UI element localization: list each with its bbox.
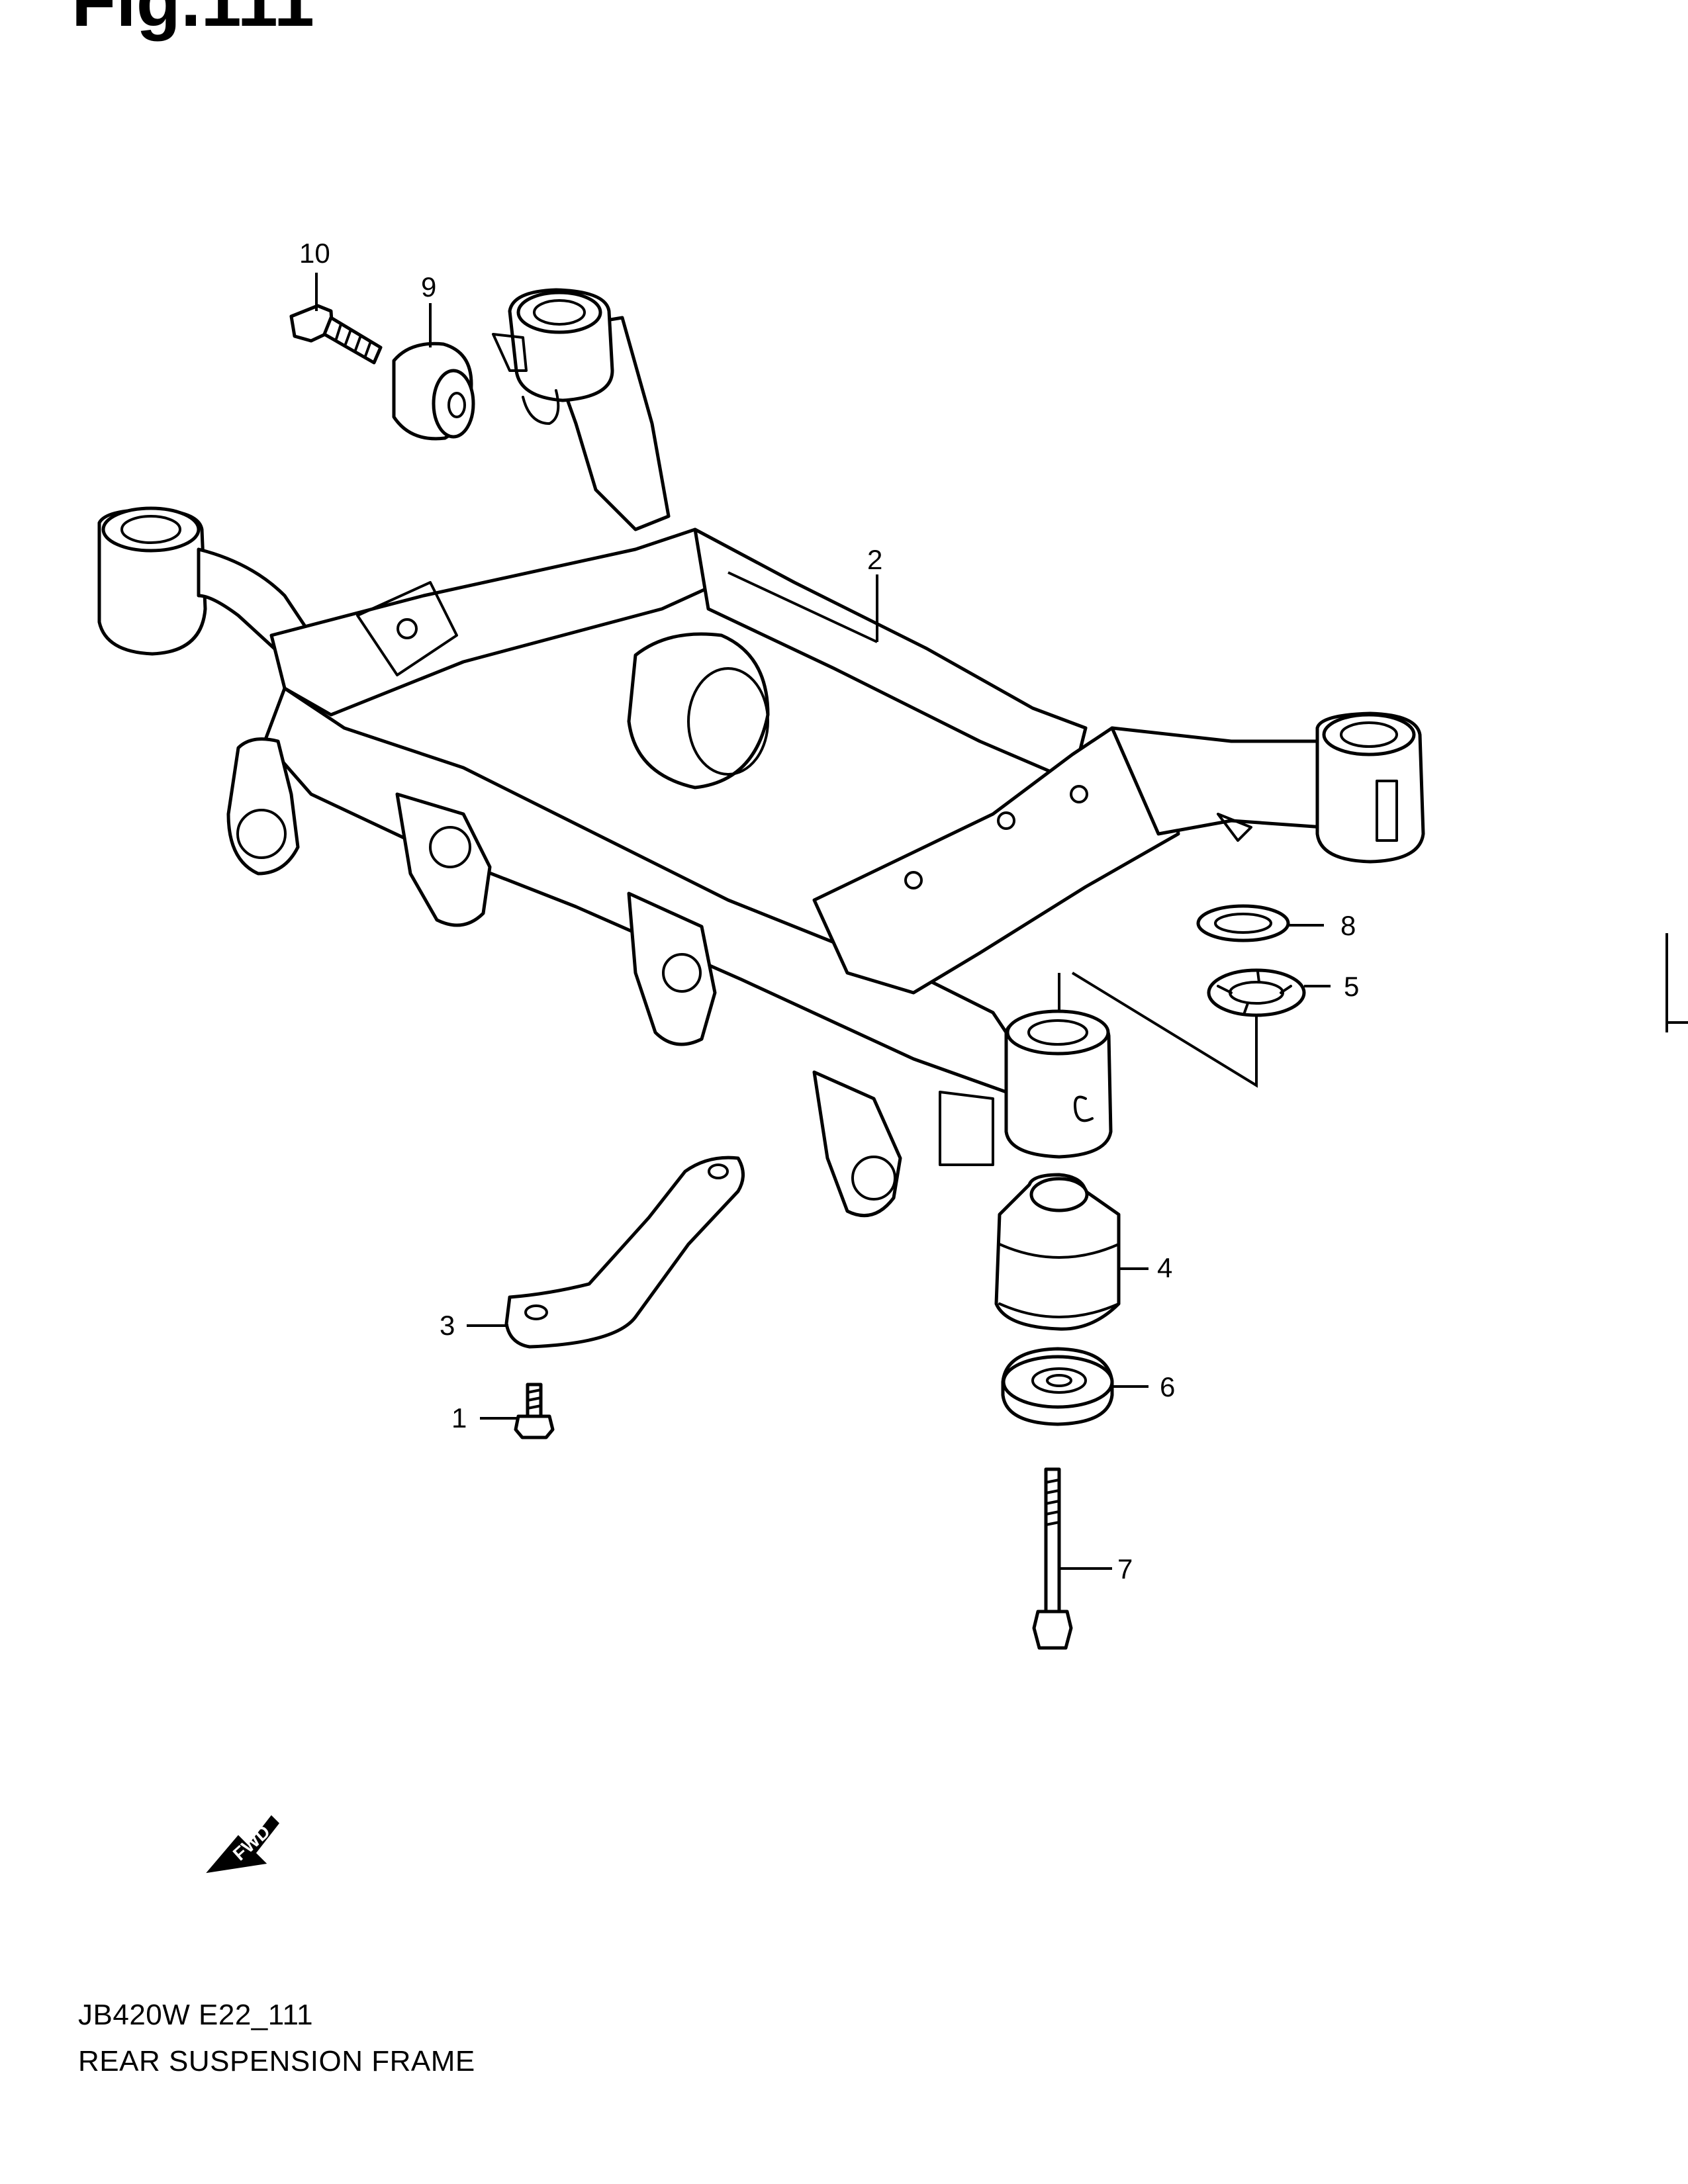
leader-lines bbox=[315, 273, 1331, 1570]
page-edge-mark bbox=[1665, 933, 1668, 1032]
diagram-code: JB420W E22_111 bbox=[78, 1999, 314, 2031]
callout-10: 10 bbox=[299, 238, 330, 269]
long-bolt-part-7[interactable] bbox=[1032, 1467, 1073, 1650]
callout-4: 4 bbox=[1157, 1252, 1172, 1283]
lock-washer-part-8[interactable] bbox=[1196, 904, 1290, 942]
page-edge-mark-2 bbox=[1665, 1021, 1688, 1024]
callout-5: 5 bbox=[1344, 971, 1359, 1002]
callout-6: 6 bbox=[1160, 1371, 1175, 1402]
callout-9: 9 bbox=[421, 271, 436, 302]
diagram-title: REAR SUSPENSION FRAME bbox=[78, 2045, 475, 2077]
bolt-part-10[interactable] bbox=[289, 304, 383, 365]
callout-2: 2 bbox=[867, 544, 882, 575]
washer-part-6[interactable] bbox=[1001, 1347, 1114, 1426]
callout-1: 1 bbox=[451, 1402, 467, 1433]
callout-8: 8 bbox=[1340, 910, 1356, 941]
callout-numbers: 1 2 3 4 5 6 7 8 9 10 bbox=[299, 238, 1359, 1584]
callout-7: 7 bbox=[1117, 1553, 1133, 1584]
spacer-part-9[interactable] bbox=[392, 341, 475, 441]
callout-3: 3 bbox=[440, 1310, 455, 1341]
page-header-code: Fig.111 bbox=[71, 0, 314, 42]
stopper-part-5[interactable] bbox=[1207, 968, 1306, 1017]
rear-suspension-frame-part[interactable] bbox=[97, 288, 1425, 1218]
fwd-arrow-icon: FWD bbox=[206, 1815, 279, 1874]
bracket-part-3[interactable] bbox=[504, 1156, 745, 1349]
bolt-part-1[interactable] bbox=[514, 1383, 555, 1439]
rubber-mount-part-4[interactable] bbox=[994, 1173, 1121, 1331]
